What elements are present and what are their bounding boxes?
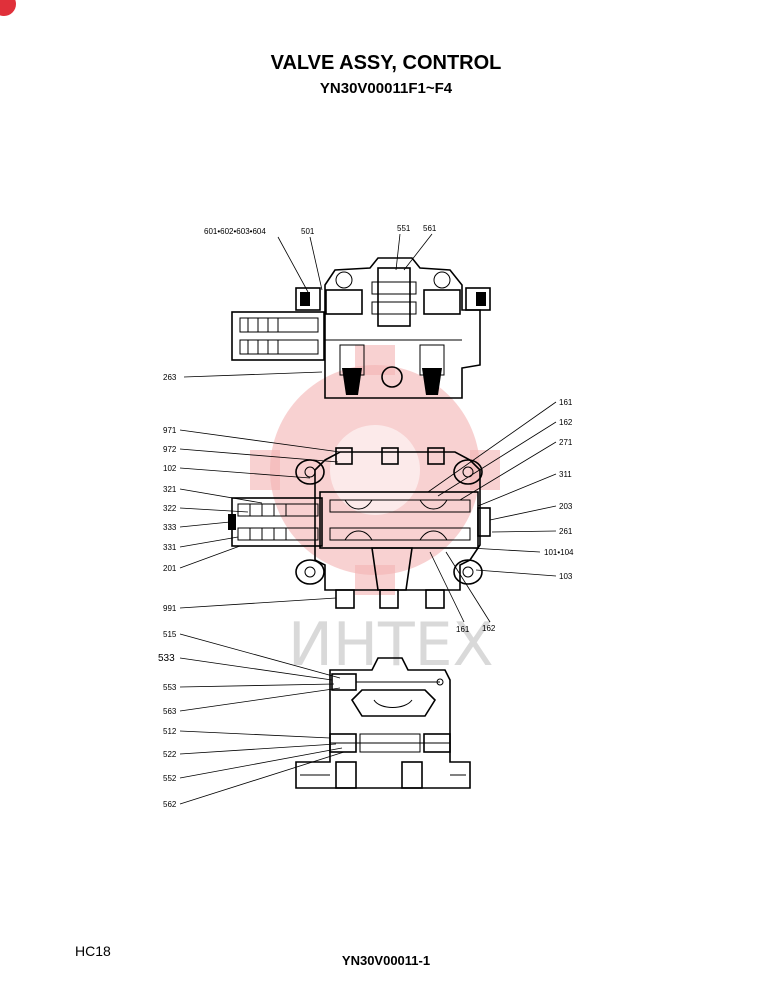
callout-551: 551 [397,224,411,233]
callout-201: 201 [163,564,177,573]
callout-162-top: 162 [559,418,573,427]
callout-501: 501 [301,227,315,236]
document-number: YN30V00011-1 [341,953,431,968]
callout-563: 563 [163,707,177,716]
callout-561: 561 [423,224,437,233]
callout-991: 991 [163,604,177,613]
callout-562: 562 [163,800,177,809]
callout-101-104: 101•104 [544,548,574,557]
callout-553: 553 [163,683,177,692]
callout-533: 533 [158,653,175,664]
callout-103: 103 [559,572,573,581]
callout-271: 271 [559,438,573,447]
page-title: VALVE ASSY, CONTROL [270,52,502,74]
callout-203: 203 [559,502,573,511]
callout-311: 311 [559,470,572,479]
callout-261: 261 [559,527,573,536]
callout-552: 552 [163,774,177,783]
callout-102: 102 [163,464,177,473]
callout-labels: 601•602•603•604 501 551 561 263 971 972 … [158,224,574,809]
callout-601-604: 601•602•603•604 [204,227,266,236]
callout-512: 512 [163,727,177,736]
callout-331: 331 [163,543,177,552]
page-code: HC18 [75,943,111,959]
corner-badge [0,0,16,16]
callout-161-top: 161 [559,398,573,407]
callout-161-bottom: 161 [456,625,470,634]
callout-522: 522 [163,750,177,759]
top-view [231,257,491,399]
leader-lines [179,233,557,805]
callout-263: 263 [163,373,177,382]
callout-972: 972 [163,445,177,454]
callout-515: 515 [163,630,177,639]
callout-162-bottom: 162 [482,624,496,633]
callout-333: 333 [163,523,177,532]
callout-321: 321 [163,485,177,494]
part-number-subtitle: YN30V00011F1~F4 [319,80,453,97]
watermark-text: ИНТЕХ [288,610,494,680]
callout-322: 322 [163,504,177,513]
callout-971: 971 [163,426,177,435]
